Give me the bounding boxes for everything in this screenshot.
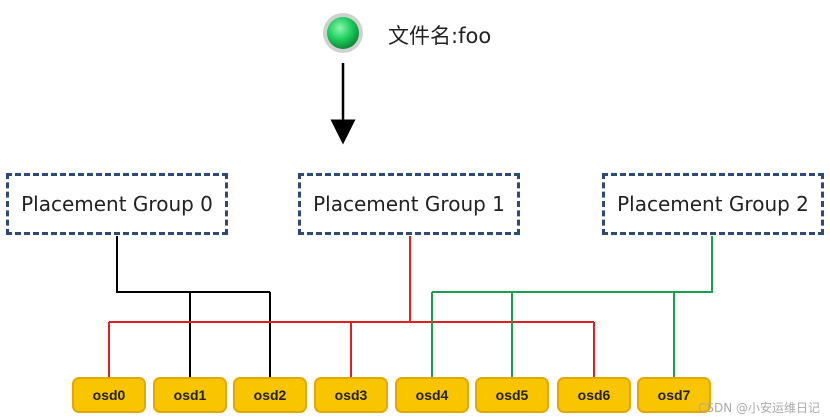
file-dot-icon — [327, 17, 359, 49]
file-name-label: 文件名:foo — [388, 24, 492, 48]
pg2-trunk-line — [432, 236, 713, 293]
osd-node-7: osd7 — [637, 377, 711, 413]
placement-group-1: Placement Group 1 — [298, 173, 520, 235]
placement-group-0: Placement Group 0 — [6, 173, 228, 235]
watermark: CSDN @小安运维日记 — [697, 401, 820, 415]
osd-node-2: osd2 — [233, 377, 307, 413]
osd-node-4: osd4 — [395, 377, 469, 413]
pg0-trunk-line — [116, 236, 270, 293]
osd-node-1: osd1 — [153, 377, 227, 413]
placement-group-2: Placement Group 2 — [602, 173, 824, 235]
osd-node-0: osd0 — [72, 377, 146, 413]
osd-node-6: osd6 — [557, 377, 631, 413]
osd-node-5: osd5 — [475, 377, 549, 413]
osd-node-3: osd3 — [314, 377, 388, 413]
